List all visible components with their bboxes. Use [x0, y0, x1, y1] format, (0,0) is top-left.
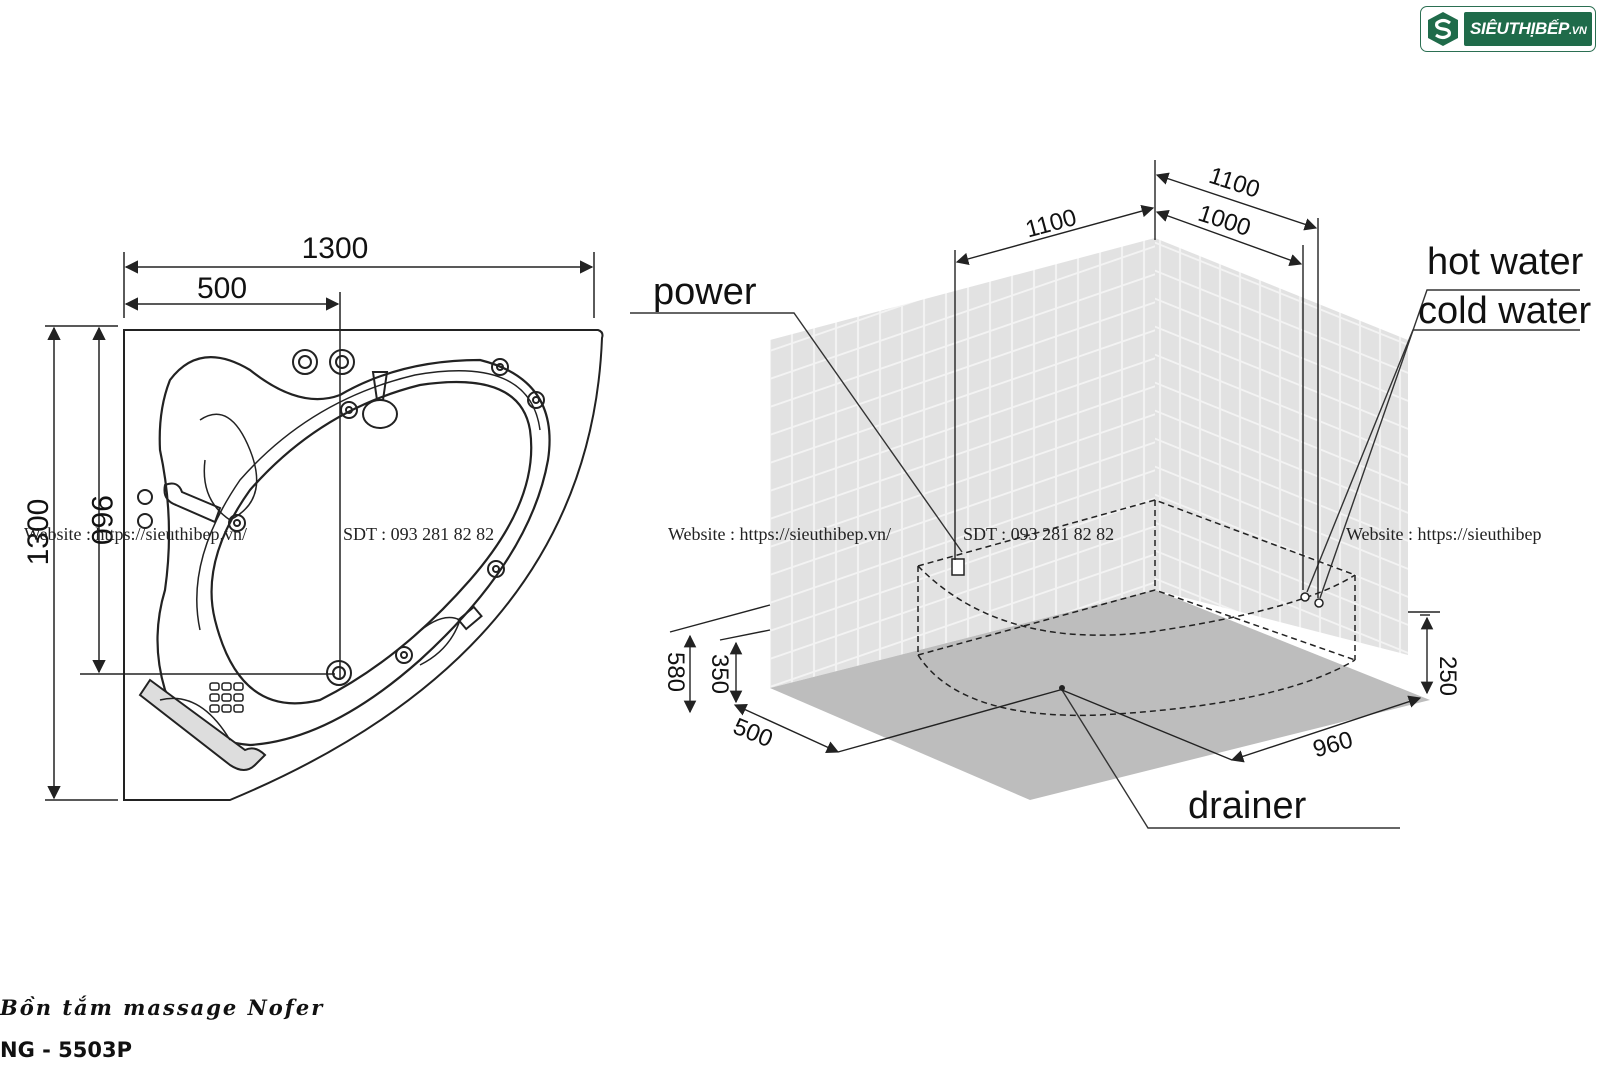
- power-socket: [951, 558, 965, 576]
- massage-pad: [209, 682, 244, 713]
- floor: [770, 590, 1430, 800]
- tub-outline: [123, 329, 604, 801]
- bathtub-top-view: [123, 329, 604, 801]
- top-view-dimensions: [45, 252, 595, 801]
- brand-wordmark: SIÊUTHỊBẾP.VN: [1464, 12, 1592, 46]
- installation-view: [630, 160, 1580, 829]
- dim-offset-500: 500: [197, 272, 247, 305]
- hot-water-label: hot water: [1427, 241, 1584, 283]
- watermark-website-3: Website : https://sieuthibep: [1346, 524, 1542, 544]
- brand-logo: SIÊUTHỊBẾP.VN: [1420, 6, 1596, 52]
- tub-basin: [210, 380, 533, 705]
- hot-water-leader: [1319, 289, 1580, 599]
- watermark-website-2: Website : https://sieuthibep.vn/: [668, 524, 891, 544]
- product-model: NG - 5503P: [0, 1038, 132, 1062]
- wall-left: [770, 238, 1155, 688]
- dim-height-580: 580: [662, 652, 689, 692]
- hot-water-inlet: [1314, 598, 1324, 608]
- watermark-website-1: Website : https://sieuthibep.vn/: [24, 524, 247, 544]
- cold-water-label: cold water: [1418, 290, 1592, 332]
- drain-point: [1059, 685, 1065, 691]
- headrest: [138, 678, 267, 771]
- product-line: Bồn tắm massage Nofer: [0, 995, 325, 1020]
- dim-wall-left-1100: 1100: [1023, 204, 1080, 243]
- power-label: power: [653, 271, 757, 313]
- brand-name: SIÊUTHỊBẾP: [1470, 19, 1570, 38]
- tub-rim: [156, 356, 551, 747]
- dim-depth-1300: 1300: [22, 499, 55, 566]
- dim-height-350: 350: [706, 654, 733, 694]
- dim-inner-960: 960: [85, 495, 118, 545]
- watermark-phone-1: SDT : 093 281 82 82: [343, 524, 494, 544]
- brand-s-icon: [1428, 12, 1458, 46]
- dim-floor-500: 500: [729, 713, 776, 753]
- power-leader: [630, 312, 963, 553]
- watermark-phone-2: SDT : 093 281 82 82: [963, 524, 1114, 544]
- brand-suffix: .VN: [1569, 25, 1587, 37]
- drainer-label: drainer: [1188, 785, 1307, 827]
- cold-water-inlet: [1300, 592, 1310, 602]
- dim-wall-right-1100: 1100: [1206, 162, 1263, 204]
- cold-water-leader: [1306, 329, 1580, 593]
- wall-right: [1155, 238, 1408, 655]
- dim-width-1300: 1300: [302, 232, 369, 265]
- dim-height-250: 250: [1434, 656, 1461, 696]
- drainer-leader: [1061, 689, 1400, 829]
